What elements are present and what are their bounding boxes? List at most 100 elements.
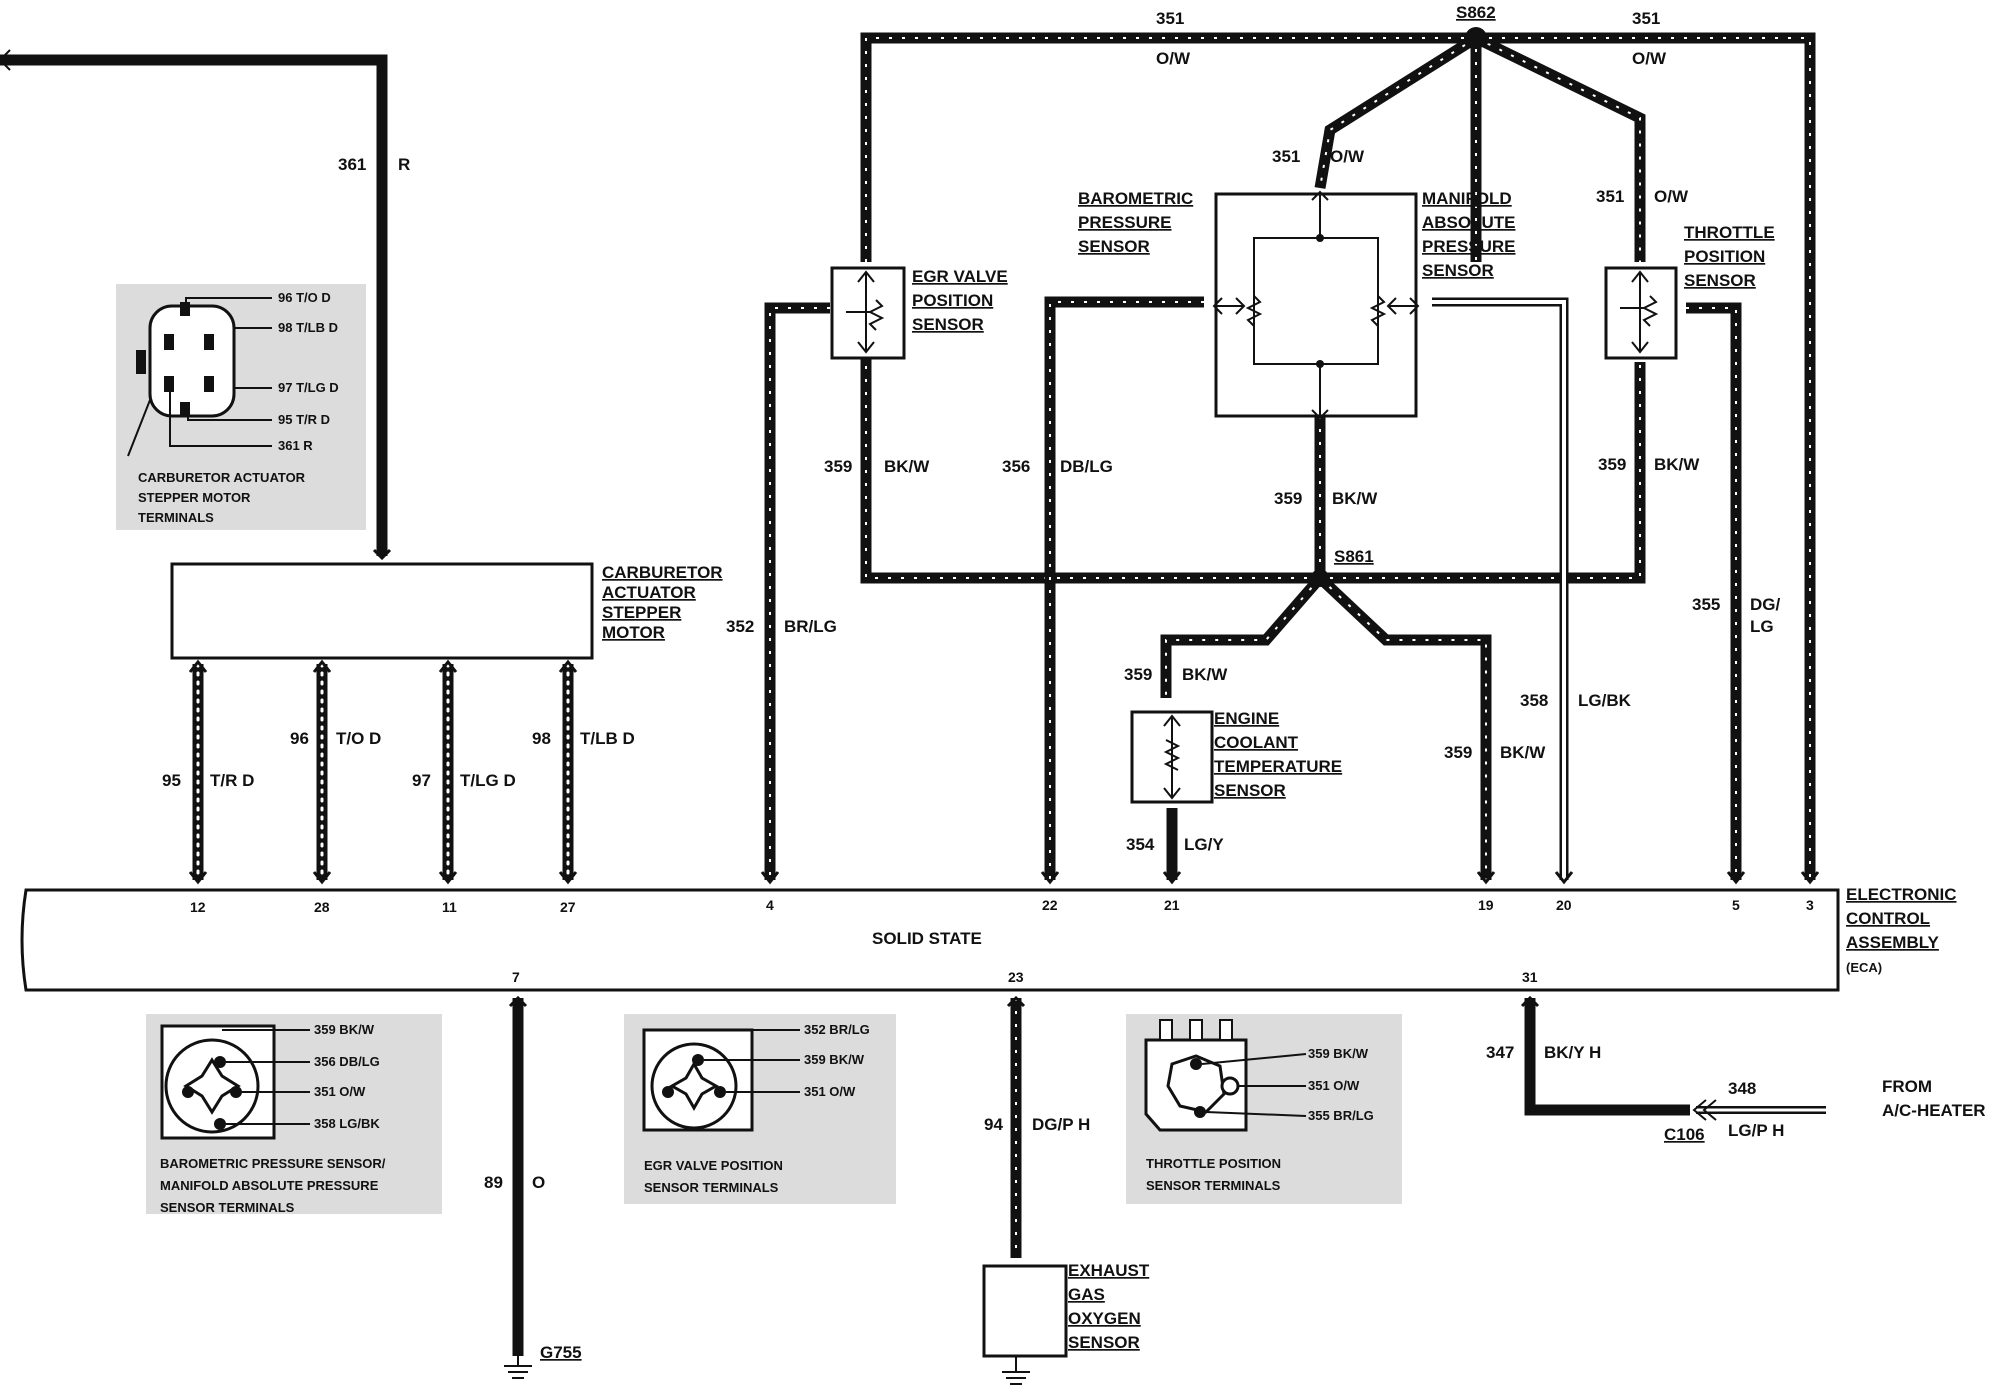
component-carb-motor-label: CARBURETOR ACTUATOR STEPPER MOTOR	[602, 563, 723, 642]
wire-352	[764, 302, 830, 880]
wire-label: 359	[1444, 743, 1472, 762]
svg-text:TERMINALS: TERMINALS	[138, 510, 214, 525]
eca-pin: 12	[190, 899, 206, 915]
svg-text:352 BR/LG: 352 BR/LG	[804, 1022, 870, 1037]
svg-text:GAS: GAS	[1068, 1285, 1105, 1304]
eca-pin: 19	[1478, 897, 1494, 913]
eca-pin: 27	[560, 899, 576, 915]
svg-text:CARBURETOR: CARBURETOR	[602, 563, 723, 582]
svg-text:96 T/O D: 96 T/O D	[278, 290, 331, 305]
eca-pin: 31	[1522, 969, 1538, 985]
svg-text:358 LG/BK: 358 LG/BK	[314, 1116, 380, 1131]
svg-text:PRESSURE: PRESSURE	[1422, 237, 1516, 256]
wire-label: LG/Y	[1184, 835, 1224, 854]
tps-box	[1604, 266, 1678, 360]
wire-label: O/W	[1330, 147, 1365, 166]
svg-text:MOTOR: MOTOR	[602, 623, 665, 642]
wire-label: 95	[162, 771, 181, 790]
eca-pin: 21	[1164, 897, 1180, 913]
wire-label: 358	[1520, 691, 1548, 710]
wire-347	[1524, 998, 1690, 1116]
wire-label: BK/W	[1500, 743, 1546, 762]
wire-label: BK/W	[1654, 455, 1700, 474]
eca-pin: 22	[1042, 897, 1058, 913]
svg-text:ACTUATOR: ACTUATOR	[602, 583, 696, 602]
wire-label: O/W	[1632, 49, 1667, 68]
wire-label: 94	[984, 1115, 1003, 1134]
wire-label: DG/P H	[1032, 1115, 1090, 1134]
svg-text:351 O/W: 351 O/W	[1308, 1078, 1360, 1093]
baro-terminal-inset	[146, 1014, 442, 1214]
tps-terminal-inset-labels: 359 BK/W 351 O/W 355 BR/LG THROTTLE POSI…	[1146, 1046, 1374, 1193]
wire-356	[1044, 296, 1204, 880]
svg-text:PRESSURE: PRESSURE	[1078, 213, 1172, 232]
wire-label: 351	[1156, 9, 1184, 28]
svg-text:STEPPER: STEPPER	[602, 603, 681, 622]
tps-terminal-inset	[1126, 1014, 1402, 1204]
wire-label: 96	[290, 729, 309, 748]
ac-source-label: FROM A/C-HEATER	[1882, 1077, 1986, 1120]
eca-pin: 7	[512, 969, 520, 985]
splice-label-s862: S862	[1456, 3, 1496, 22]
wire-label: BK/W	[1182, 665, 1228, 684]
eca-pin: 3	[1806, 897, 1814, 913]
svg-text:BAROMETRIC: BAROMETRIC	[1078, 189, 1193, 208]
wire-label: 361	[338, 155, 366, 174]
svg-text:TEMPERATURE: TEMPERATURE	[1214, 757, 1342, 776]
component-tps-label: THROTTLE POSITION SENSOR	[1684, 223, 1775, 290]
wire-label: LG/BK	[1578, 691, 1632, 710]
wire-label: 359	[1274, 489, 1302, 508]
ground-symbol	[504, 1356, 532, 1379]
ect-box	[1130, 710, 1214, 804]
svg-text:SENSOR: SENSOR	[1214, 781, 1286, 800]
wire-label: BK/W	[884, 457, 930, 476]
svg-text:95 T/R D: 95 T/R D	[278, 412, 330, 427]
component-ego-label: EXHAUST GAS OXYGEN SENSOR	[1068, 1261, 1150, 1352]
svg-text:EGR VALVE: EGR VALVE	[912, 267, 1008, 286]
wire-label: 359	[824, 457, 852, 476]
svg-text:THROTTLE POSITION: THROTTLE POSITION	[1146, 1156, 1281, 1171]
wire-stepper-bundle	[192, 662, 574, 882]
svg-text:ENGINE: ENGINE	[1214, 709, 1279, 728]
svg-text:SENSOR TERMINALS: SENSOR TERMINALS	[160, 1200, 295, 1215]
wire-label: 354	[1126, 835, 1155, 854]
splice-s862	[1465, 27, 1487, 49]
eca-pin: 11	[442, 899, 457, 915]
component-egr-label: EGR VALVE POSITION SENSOR	[912, 267, 1008, 334]
wire-label: 89	[484, 1173, 503, 1192]
svg-text:SENSOR: SENSOR	[1684, 271, 1756, 290]
wire-label: 356	[1002, 457, 1030, 476]
component-ect-label: ENGINE COOLANT TEMPERATURE SENSOR	[1214, 709, 1342, 800]
eca-body	[20, 888, 1840, 992]
baro-map-sensor-box	[1212, 190, 1420, 420]
wire-label: DG/	[1750, 595, 1781, 614]
svg-text:POSITION: POSITION	[1684, 247, 1765, 266]
ego-box	[982, 1264, 1068, 1385]
svg-text:COOLANT: COOLANT	[1214, 733, 1299, 752]
svg-text:359 BK/W: 359 BK/W	[1308, 1046, 1369, 1061]
svg-text:ELECTRONIC: ELECTRONIC	[1846, 885, 1957, 904]
wire-label: T/LB D	[580, 729, 635, 748]
svg-text:EXHAUST: EXHAUST	[1068, 1261, 1150, 1280]
svg-text:A/C-HEATER: A/C-HEATER	[1882, 1101, 1986, 1120]
eca-pin-numbers: 12 28 11 27 4 22 21 19 20 5 3 7 23 31	[190, 897, 1814, 985]
wire-label: 351	[1272, 147, 1300, 166]
eca-pin: 23	[1008, 969, 1024, 985]
wire-label: T/LG D	[460, 771, 516, 790]
svg-text:(ECA): (ECA)	[1846, 960, 1882, 975]
baro-terminal-inset-labels: 359 BK/W 356 DB/LG 351 O/W 358 LG/BK BAR…	[160, 1022, 386, 1215]
svg-text:361 R: 361 R	[278, 438, 313, 453]
svg-text:SENSOR TERMINALS: SENSOR TERMINALS	[644, 1180, 779, 1195]
svg-text:356 DB/LG: 356 DB/LG	[314, 1054, 380, 1069]
svg-text:STEPPER MOTOR: STEPPER MOTOR	[138, 490, 251, 505]
wire-label: 359	[1124, 665, 1152, 684]
component-map-label: MANIFOLD ABSOLUTE PRESSURE SENSOR	[1422, 189, 1516, 280]
eca-pin: 5	[1732, 897, 1740, 913]
splice-label-s861: S861	[1334, 547, 1374, 566]
eca-body-label: SOLID STATE	[872, 929, 982, 948]
svg-text:351 O/W: 351 O/W	[314, 1084, 366, 1099]
wire-label: 98	[532, 729, 551, 748]
component-baro-label: BAROMETRIC PRESSURE SENSOR	[1078, 189, 1193, 256]
eca-pin: 4	[766, 897, 774, 913]
